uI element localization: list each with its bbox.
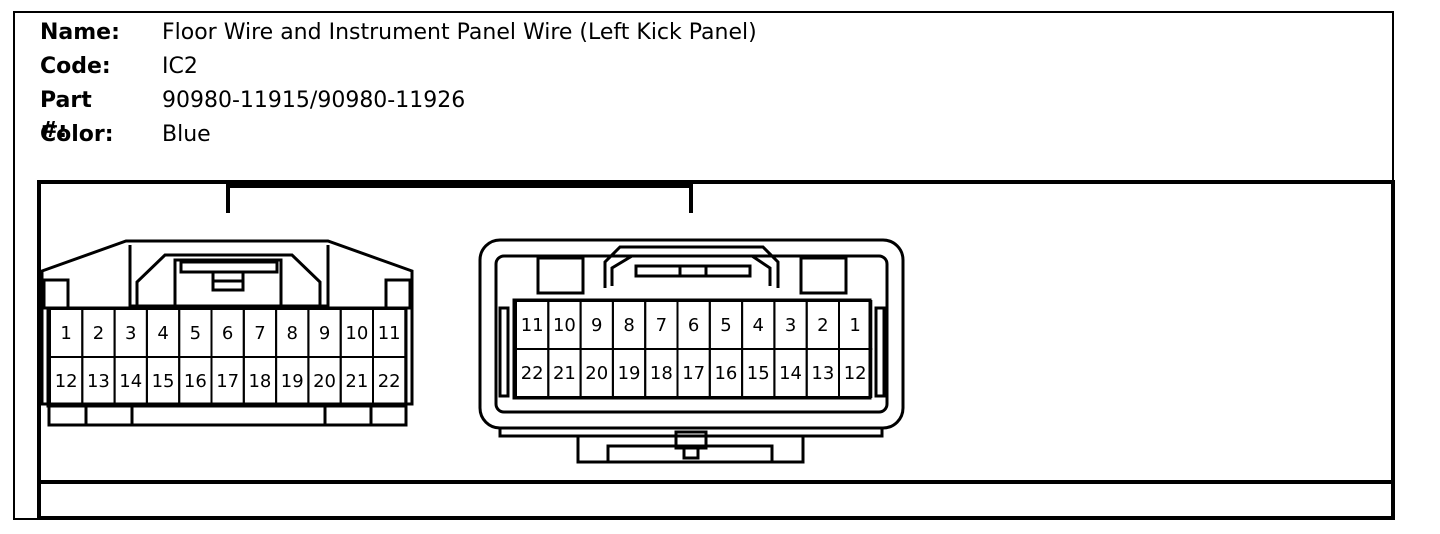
- mating-bracket: [226, 184, 693, 213]
- right-connector-lock-slot: [634, 264, 752, 278]
- left-connector-pin-label: 18: [248, 371, 271, 392]
- left-connector-pin-cell: [372, 356, 407, 406]
- name-value: Floor Wire and Instrument Panel Wire (Le…: [162, 20, 757, 45]
- right-connector-pin-label: 19: [618, 363, 641, 384]
- right-connector-pin-label: 13: [811, 363, 834, 384]
- right-connector-pin-label: 8: [623, 315, 634, 336]
- left-connector-pin-label: 3: [125, 323, 136, 344]
- right-connector: [478, 238, 905, 464]
- code-value: IC2: [162, 54, 198, 79]
- right-connector-release-key: [682, 446, 700, 460]
- left-connector-lock-outline: [135, 253, 322, 306]
- code-label: Code:: [40, 54, 111, 79]
- left-connector-pin-label: 19: [281, 371, 304, 392]
- name-label: Name:: [40, 20, 120, 45]
- right-connector-pin-label: 11: [521, 315, 544, 336]
- right-connector-pin-label: 20: [585, 363, 608, 384]
- right-connector-pin-label: 5: [720, 315, 731, 336]
- part-number-value: 90980-11915/90980-11926: [162, 88, 466, 113]
- right-connector-base-key-outline: [606, 444, 774, 462]
- left-connector-pin-label: 1: [60, 323, 71, 344]
- right-connector-pin-label: 18: [650, 363, 673, 384]
- left-connector-pin-label: 16: [184, 371, 207, 392]
- right-connector-pin-label: 10: [553, 315, 576, 336]
- left-connector-pin-label: 7: [254, 323, 265, 344]
- right-connector-guide-right: [799, 256, 848, 295]
- left-connector-base-key-left: [84, 404, 134, 427]
- right-connector-pin-label: 17: [682, 363, 705, 384]
- left-connector-pin-label: 17: [216, 371, 239, 392]
- diagram-frame: [37, 180, 1395, 520]
- right-connector-pin-cell: [838, 348, 873, 398]
- right-connector-pin-label: 6: [688, 315, 699, 336]
- right-connector-pin-label: 2: [817, 315, 828, 336]
- left-connector-pin-label: 4: [157, 323, 168, 344]
- right-connector-side-rib-left: [498, 306, 510, 398]
- right-connector-guide-left: [536, 256, 585, 295]
- left-connector-body: [40, 239, 414, 406]
- left-connector-pin-label: 15: [152, 371, 175, 392]
- left-connector-pin-label: 5: [190, 323, 201, 344]
- left-connector-guide-right: [384, 278, 412, 310]
- right-connector-pin-label: 3: [785, 315, 796, 336]
- left-connector-pin-label: 9: [319, 323, 330, 344]
- right-connector-pin-label: 16: [714, 363, 737, 384]
- right-connector-pin-label: 15: [747, 363, 770, 384]
- left-connector-base-key-right: [323, 404, 373, 427]
- right-connector-base-tab: [576, 436, 805, 464]
- right-connector-pin-label: 12: [844, 363, 867, 384]
- left-connector-pin-label: 12: [55, 371, 78, 392]
- part-number-label: Part #:: [40, 88, 92, 143]
- right-connector-lock-housing: [610, 254, 772, 286]
- left-connector-pin-label: 11: [378, 323, 401, 344]
- left-connector-lock-housing: [128, 245, 330, 308]
- left-connector-guide-left: [42, 278, 70, 310]
- left-connector-pin-label: 13: [87, 371, 110, 392]
- color-label: Color:: [40, 122, 114, 147]
- left-connector-pin-label: 22: [378, 371, 401, 392]
- right-connector-base: [498, 428, 884, 438]
- right-connector-side-rib-right: [874, 306, 886, 398]
- left-connector-pin-label: 6: [222, 323, 233, 344]
- right-connector-body: [478, 238, 905, 430]
- left-connector-pin-label: 10: [345, 323, 368, 344]
- left-connector-base: [47, 406, 408, 427]
- right-connector-pin-label: 4: [753, 315, 764, 336]
- right-connector-lock-outline: [603, 245, 780, 288]
- left-connector-pin-label: 21: [345, 371, 368, 392]
- left-connector-pin-label: 14: [119, 371, 142, 392]
- right-connector-pin-label: 9: [591, 315, 602, 336]
- right-connector-pin-label: 14: [779, 363, 802, 384]
- left-connector-pin-label: 8: [287, 323, 298, 344]
- color-value: Blue: [162, 122, 211, 147]
- left-connector-pin-label: 2: [93, 323, 104, 344]
- left-connector-pin-label: 20: [313, 371, 336, 392]
- left-connector-lock-tab: [173, 258, 283, 306]
- right-connector-pin-label: 21: [553, 363, 576, 384]
- right-connector-pin-label: 7: [656, 315, 667, 336]
- right-connector-pin-label: 1: [849, 315, 860, 336]
- right-connector-pin-label: 22: [521, 363, 544, 384]
